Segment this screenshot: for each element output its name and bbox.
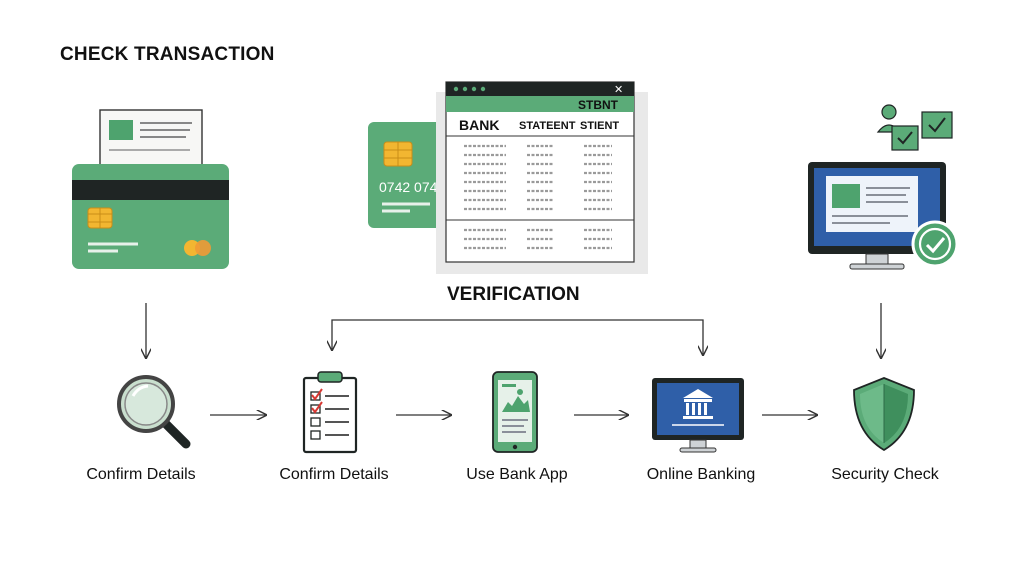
card-number: 0742 0748	[379, 179, 445, 195]
secure-monitor-illustration	[808, 104, 959, 270]
step-label-confirm-details-2: Confirm Details	[279, 466, 389, 483]
verification-bracket-connector	[332, 319, 703, 355]
bank-card-illustration: 0742 0748	[368, 122, 458, 228]
shield-icon	[853, 377, 915, 452]
step-label-online-banking: Online Banking	[646, 466, 756, 483]
step-label-security-check: Security Check	[831, 466, 939, 483]
check-circle-icon	[911, 220, 959, 268]
user-icon	[876, 104, 902, 133]
credit-card-illustration	[72, 109, 229, 269]
checkmark-badge-icon	[891, 125, 919, 151]
step-label-confirm-details-1: Confirm Details	[86, 466, 196, 483]
bank-statement-window: ✕ STBNT BANK STATEENT STIENT	[436, 81, 648, 274]
step-label-use-bank-app: Use Bank App	[466, 466, 568, 483]
clipboard-checklist-icon	[302, 371, 358, 454]
statement-column-bank: BANK	[459, 117, 499, 133]
statement-header-code: STBNT	[578, 98, 619, 112]
statement-column-2: STATEENT	[519, 120, 576, 132]
statement-column-3: STIENT	[580, 120, 619, 132]
verification-label: VERIFICATION	[447, 284, 580, 305]
flow-connectors	[146, 303, 881, 415]
checkmark-badge-icon	[921, 111, 953, 139]
close-icon: ✕	[614, 84, 623, 96]
magnifier-icon	[117, 375, 191, 449]
monitor-bank-icon	[652, 378, 744, 453]
smartphone-bank-app-icon	[492, 371, 538, 453]
page-title: CHECK TRANSACTION	[60, 44, 275, 65]
statement-rows	[464, 144, 612, 211]
